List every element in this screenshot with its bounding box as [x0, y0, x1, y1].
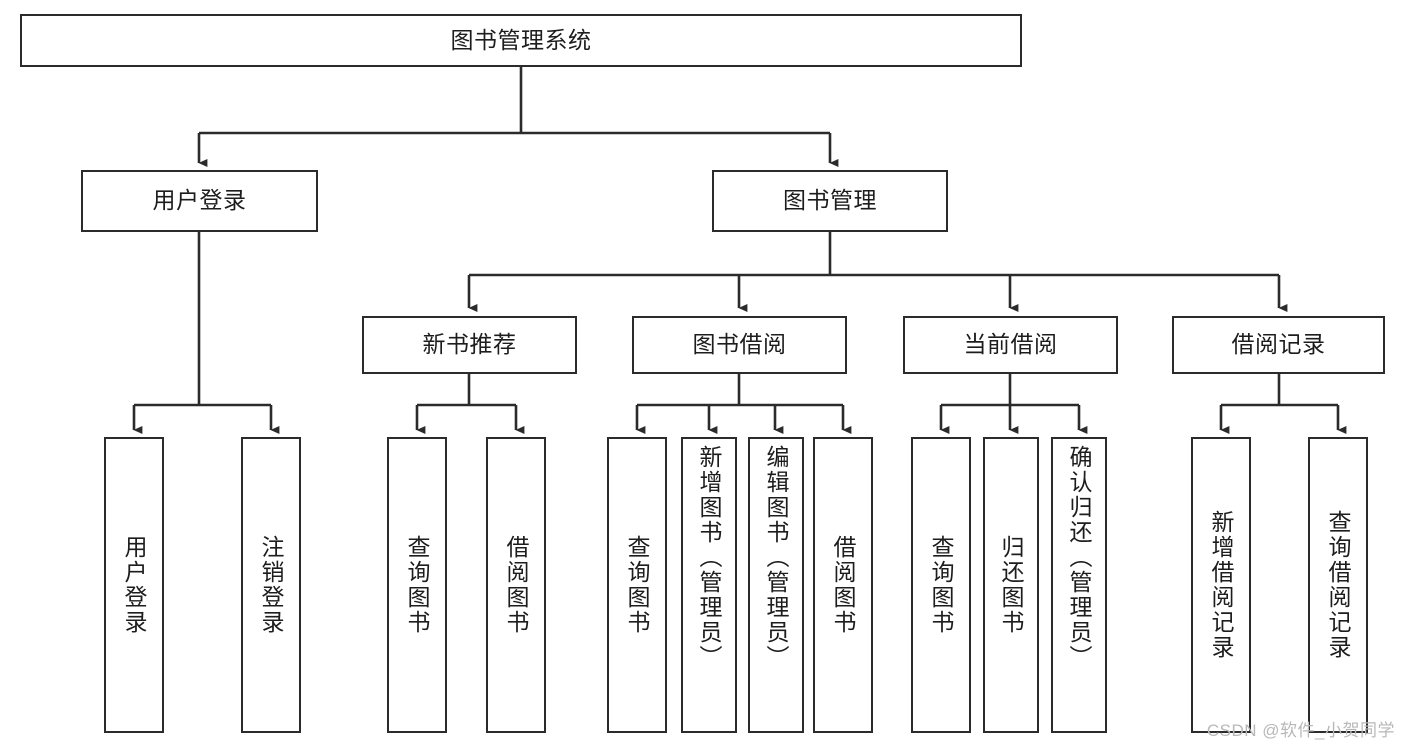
node-book-management-system[interactable]: 图书管理系统 — [20, 14, 1022, 67]
node-label: 新增借阅记录 — [1208, 510, 1235, 660]
node-user-login[interactable]: 用户登录 — [81, 170, 318, 232]
node-label: 新增图书（管理员） — [696, 445, 723, 670]
node-label: 借阅记录 — [1231, 331, 1326, 358]
node-label: 借阅图书 — [830, 535, 857, 635]
node-leaf-borrow-book-borrow[interactable]: 借阅图书 — [813, 437, 873, 733]
node-label: 查询借阅记录 — [1325, 510, 1352, 660]
node-label: 当前借阅 — [963, 331, 1058, 358]
node-borrow-record[interactable]: 借阅记录 — [1172, 316, 1385, 374]
node-label: 归还图书 — [998, 535, 1025, 635]
node-label: 借阅图书 — [503, 535, 530, 635]
node-label: 查询图书 — [624, 535, 651, 635]
node-label: 图书管理系统 — [450, 26, 592, 53]
node-leaf-user-login[interactable]: 用户登录 — [104, 437, 164, 733]
node-label: 图书管理 — [783, 187, 877, 214]
node-label: 查询图书 — [928, 535, 955, 635]
node-leaf-query-book-recommend[interactable]: 查询图书 — [387, 437, 447, 733]
node-label: 编辑图书（管理员） — [763, 445, 790, 670]
node-label: 用户登录 — [152, 187, 247, 214]
node-new-book-recommend[interactable]: 新书推荐 — [362, 316, 577, 374]
node-leaf-add-book[interactable]: 新增图书（管理员） — [681, 437, 737, 733]
node-label: 图书借阅 — [692, 331, 787, 358]
node-label: 注销登录 — [258, 535, 285, 635]
node-leaf-query-book-current[interactable]: 查询图书 — [911, 437, 971, 733]
node-label: 用户登录 — [121, 535, 148, 635]
node-leaf-confirm-return[interactable]: 确认归还（管理员） — [1051, 437, 1107, 733]
node-label: 确认归还（管理员） — [1066, 445, 1093, 670]
node-label: 查询图书 — [404, 535, 431, 635]
node-current-borrow[interactable]: 当前借阅 — [903, 316, 1118, 374]
node-leaf-query-book-borrow[interactable]: 查询图书 — [607, 437, 667, 733]
node-leaf-return-book[interactable]: 归还图书 — [983, 437, 1039, 733]
watermark-text: CSDN @软件_小贺同学 — [1206, 721, 1395, 740]
node-leaf-user-logout[interactable]: 注销登录 — [241, 437, 301, 733]
node-leaf-edit-book[interactable]: 编辑图书（管理员） — [748, 437, 804, 733]
node-book-borrow[interactable]: 图书借阅 — [632, 316, 847, 374]
node-label: 新书推荐 — [422, 331, 517, 358]
node-leaf-query-borrow-record[interactable]: 查询借阅记录 — [1308, 437, 1368, 733]
node-book-management[interactable]: 图书管理 — [712, 170, 948, 232]
node-leaf-add-borrow-record[interactable]: 新增借阅记录 — [1191, 437, 1251, 733]
node-leaf-borrow-book-recommend[interactable]: 借阅图书 — [486, 437, 546, 733]
